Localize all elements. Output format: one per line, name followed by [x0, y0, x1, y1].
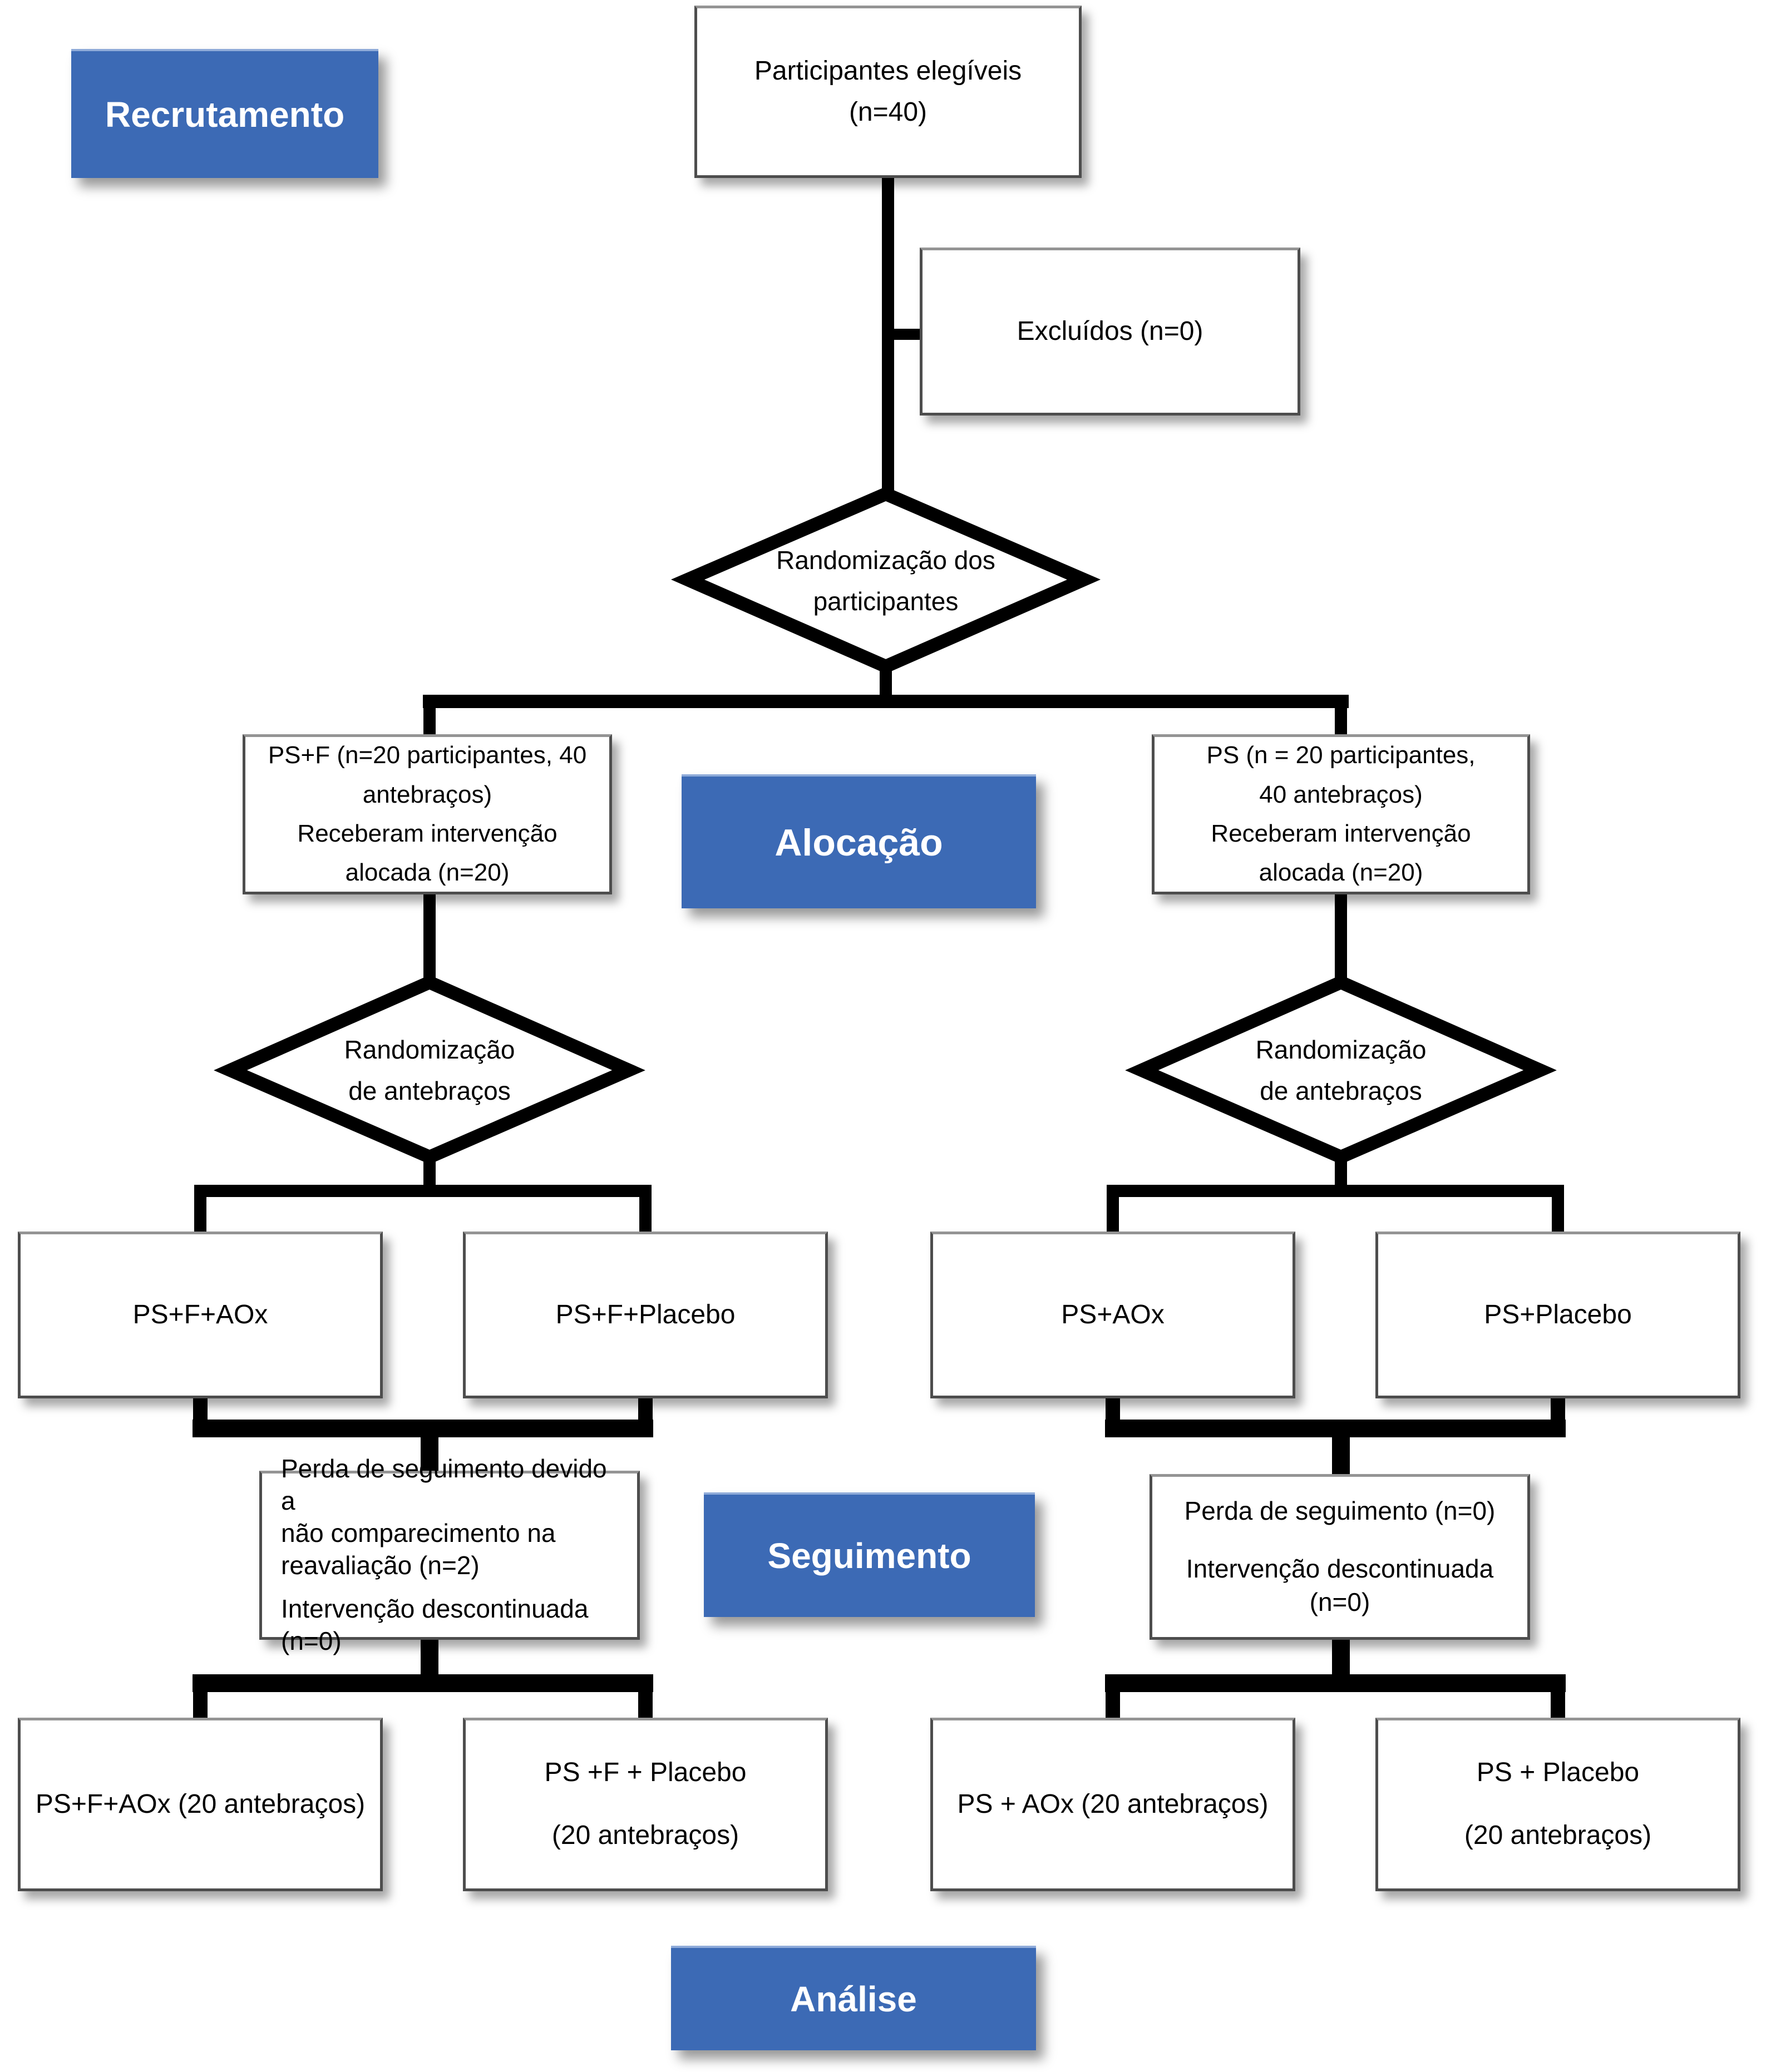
arm-ps-placebo-box: PS+Placebo [1375, 1232, 1740, 1398]
eligible-participants-box: Participantes elegíveis (n=40) [694, 6, 1082, 178]
forearms-randomization-diamond-left [214, 975, 645, 1165]
analysis-ps-aox-box: PS + AOx (20 antebraços) [930, 1718, 1295, 1891]
followup-left-discontinued-text: Intervenção descontinuada (n=0) [281, 1594, 589, 1655]
forearms-randomization-diamond-right [1125, 975, 1557, 1165]
followup-left-loss-text: Perda de seguimento devido a não compare… [281, 1454, 607, 1580]
participants-randomization-label: Randomização dos participantes [776, 546, 995, 616]
forearms-randomization-label-right: Randomização de antebraços [1255, 1035, 1427, 1105]
stage-label-analysis: Análise [671, 1946, 1036, 2050]
stage-label-allocation: Alocação [682, 774, 1036, 908]
followup-right-loss-text: Perda de seguimento (n=0) [1184, 1496, 1496, 1526]
analysis-psf-aox-box: PS+F+AOx (20 antebraços) [18, 1718, 383, 1891]
followup-loss-right-box: Perda de seguimento (n=0) Intervenção de… [1150, 1474, 1530, 1640]
participants-randomization-diamond [670, 486, 1101, 674]
analysis-psf-placebo-box: PS +F + Placebo (20 antebraços) [463, 1718, 828, 1891]
arm-psf-aox-box: PS+F+AOx [18, 1232, 383, 1398]
excluded-box: Excluídos (n=0) [920, 248, 1300, 416]
arm-ps-aox-box: PS+AOx [930, 1232, 1295, 1398]
allocation-ps-box: PS (n = 20 participantes, 40 antebraços)… [1152, 734, 1530, 894]
stage-label-followup: Seguimento [704, 1492, 1035, 1617]
forearms-randomization-label-left: Randomização de antebraços [344, 1035, 515, 1105]
followup-loss-left-box: Perda de seguimento devido a não compare… [259, 1454, 640, 1655]
analysis-ps-placebo-box: PS + Placebo (20 antebraços) [1375, 1718, 1740, 1891]
allocation-psf-box: PS+F (n=20 participantes, 40 antebraços)… [243, 734, 612, 894]
followup-right-discontinued-text: Intervenção descontinuada (n=0) [1186, 1554, 1494, 1616]
stage-label-recruitment: Recrutamento [71, 49, 378, 178]
arm-psf-placebo-box: PS+F+Placebo [463, 1232, 828, 1398]
